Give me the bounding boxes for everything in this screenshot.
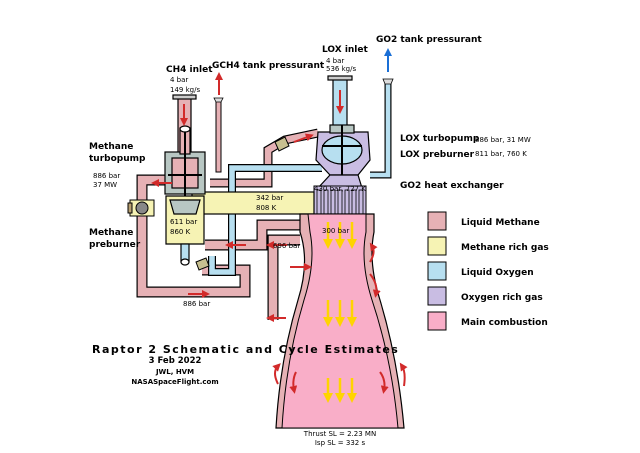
oxygen-rich-gas-values: 430 bar, 727 K xyxy=(314,185,366,193)
methane-rich-gas-pressure: 342 bar xyxy=(256,194,283,202)
diagram-title: Raptor 2 Schematic and Cycle Estimates xyxy=(92,343,399,356)
ch4-inlet-flange xyxy=(172,94,197,100)
legend-label: Main combustion xyxy=(461,318,548,328)
diagram-site: NASASpaceFlight.com xyxy=(131,378,218,386)
methane-turbopump-label-1: Methane xyxy=(89,142,133,152)
methane-flow-arrows xyxy=(151,90,408,394)
ch4-inlet-pressure: 4 bar xyxy=(170,76,188,84)
methane-rich-gas-duct xyxy=(191,191,315,215)
lox-turbopump xyxy=(315,124,371,189)
legend-label: Oxygen rich gas xyxy=(461,293,543,303)
gch4-pressurant-line xyxy=(213,72,224,173)
chamber-pressure: 300 bar xyxy=(322,227,349,235)
methane-preburner-pressure: 611 bar xyxy=(170,218,197,226)
coolant-pressure: 696 bar xyxy=(273,242,300,250)
legend-swatch xyxy=(427,211,447,231)
methane-rich-gas-temperature: 808 K xyxy=(256,204,277,212)
isp-value: Isp SL = 332 s xyxy=(315,439,366,447)
methane-turbopump-pressure: 886 bar xyxy=(93,172,120,180)
legend-label: Methane rich gas xyxy=(461,243,549,253)
legend-swatch xyxy=(427,286,447,306)
methane-valve xyxy=(127,199,155,217)
lox-inlet-label: LOX inlet xyxy=(322,45,368,55)
bottom-line-pressure: 886 bar xyxy=(183,300,210,308)
lox-inlet-pressure: 4 bar xyxy=(326,57,344,65)
lox-preburner-label: LOX preburner xyxy=(400,150,475,160)
methane-piping xyxy=(136,94,319,320)
diagram-authors: JWL, HVM xyxy=(155,368,194,376)
legend-label: Liquid Oxygen xyxy=(461,268,534,278)
methane-turbopump-power: 37 MW xyxy=(93,181,117,189)
combustion-flow-arrows xyxy=(323,222,357,403)
diagram-date: 3 Feb 2022 xyxy=(149,356,202,366)
thrust-value: Thrust SL = 2.23 MN xyxy=(303,430,376,438)
lox-turbopump-label: LOX turbopump xyxy=(400,134,480,144)
gch4-pressurant-label: GCH4 tank pressurant xyxy=(212,61,325,71)
valve-lox-preburner xyxy=(274,136,290,152)
ch4-inlet-label: CH4 inlet xyxy=(166,65,213,75)
methane-preburner xyxy=(165,195,205,266)
valve-lox-bottom xyxy=(195,257,210,271)
lox-inlet-flow: 536 kg/s xyxy=(326,65,356,73)
legend-swatch xyxy=(427,261,447,281)
methane-preburner-label-1: Methane xyxy=(89,228,133,238)
lox-preburner-values: 811 bar, 760 K xyxy=(475,150,527,158)
lox-turbopump-values: 886 bar, 31 MW xyxy=(475,136,531,144)
go2-heat-exchanger-label: GO2 heat exchanger xyxy=(400,181,504,191)
methane-turbopump-label-2: turbopump xyxy=(89,154,146,164)
legend-label: Liquid Methane xyxy=(461,218,540,228)
legend-swatch xyxy=(427,311,447,331)
ch4-inlet-flow: 149 kg/s xyxy=(170,86,200,94)
go2-pressurant-label: GO2 tank pressurant xyxy=(376,35,482,45)
methane-preburner-temperature: 860 K xyxy=(170,228,191,236)
methane-preburner-label-2: preburner xyxy=(89,240,141,250)
legend-swatch xyxy=(427,236,447,256)
